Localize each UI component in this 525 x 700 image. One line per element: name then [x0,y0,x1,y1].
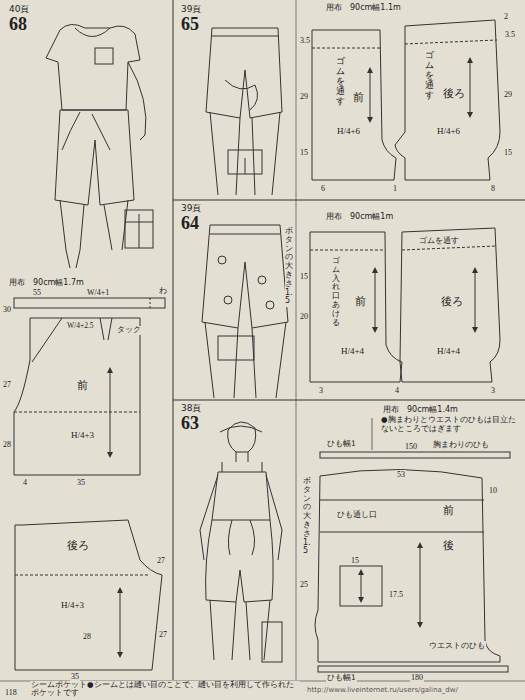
dimension: 17.5 [388,590,404,599]
dimension: 3.5 [504,30,516,39]
pattern-note: ●胸まわりとウエストのひもは目立たないところではぎます [380,416,522,433]
dimension: 3 [318,386,324,395]
pattern-note: 前 [442,505,455,518]
pattern-note: タック [116,326,142,335]
dimension: 15 [299,272,309,281]
pattern-note: ひも通し口 [336,510,378,519]
dimension: 3.5 [299,36,311,45]
pattern-note: 用布 90cm幅1.4m [382,405,459,414]
dimension: 35 [76,478,86,487]
dimension: 27 [2,380,12,389]
dimension: 27 [156,556,166,565]
pattern-note: 後ろ [440,296,464,309]
pattern-note: ウエストのひも [428,641,486,650]
pattern-note: 胸まわりのひも [432,440,490,449]
pattern-note: 前 [354,296,367,309]
figure-number: 63 [180,413,200,434]
dimension: 15 [503,148,513,157]
dimension: H/4+4 [340,346,365,356]
dimension: 29 [503,90,513,99]
dimension: W/4+1 [86,288,110,297]
figure-number: 64 [180,213,200,234]
dimension: 28 [82,632,92,641]
dimension: 4 [22,478,28,487]
figure-63 [200,422,282,662]
dimension: 53 [396,470,406,479]
dimension: W/4+2.5 [66,322,95,331]
pattern-note: シームポケット●シームとは縫い目のことで、縫い目を利用して作られたポケットです [30,681,300,698]
pattern-note: 39頁 [180,203,202,213]
pattern-note: ゴムを通す [425,50,434,101]
dimension: 1 [392,184,398,193]
dimension: 20 [299,312,309,321]
pattern-note: ゴムを通す [418,236,460,245]
divider [296,0,297,680]
figure-64 [202,225,288,398]
dimension: 28 [2,440,12,449]
pattern-note: http://www.liveinternet.ru/users/galina_… [306,686,459,694]
dimension: H/4+3 [70,430,95,440]
pattern-note: 用布 90cm幅1.7m [8,278,85,287]
pattern-64 [310,228,500,382]
pattern-note: ゴム入れ口あける [332,256,340,328]
divider [173,0,174,680]
pattern-note: ひも幅1 [326,674,357,683]
dimension: H/4+4 [436,346,461,356]
dimension: 118 [4,688,18,697]
dimension: 15 [299,148,309,157]
pattern-note: 40頁 [8,4,30,14]
pattern-note: 後ろ [442,88,466,101]
dimension: 8 [490,184,496,193]
pattern-note: 後 [442,540,455,553]
pattern-note: 38頁 [180,403,202,413]
figure-number: 68 [8,14,28,35]
dimension: H/4+6 [336,126,361,136]
dimension: 15 [350,556,360,565]
pattern-note: 用布 90cm幅1.1m [325,3,402,12]
pattern-63 [315,418,510,672]
pattern-note: 39頁 [180,4,202,14]
divider [173,400,525,401]
pattern-note: 前 [352,92,365,105]
pattern-note: 後ろ [66,540,90,553]
figure-65 [206,28,282,195]
pattern-65 [312,20,500,180]
dimension: 55 [32,288,42,297]
pattern-note: ボタンの大きさ1.5 [285,226,293,307]
dimension: 29 [299,92,309,101]
divider [173,200,525,201]
dimension: H/4+3 [60,600,85,610]
dimension: 25 [299,580,309,589]
pattern-68 [14,298,165,670]
pattern-note: ひも幅1 [326,440,357,449]
dimension: 150 [404,442,418,451]
dimension: 180 [410,673,424,682]
dimension: 3 [490,386,496,395]
dimension: 2 [503,12,509,21]
dimension: 30 [2,305,12,314]
figure-68 [46,24,153,268]
dimension: H/4+6 [436,126,461,136]
figure-number: 65 [180,14,200,35]
pattern-note: ゴムを通す [336,56,345,107]
pattern-note: 前 [76,380,89,393]
dimension: 6 [320,184,326,193]
dimension: 4 [394,386,400,395]
pattern-note: わ [158,286,168,295]
pattern-note: 用布 90cm幅1m [325,212,394,221]
dimension: 27 [158,630,168,639]
pattern-note: ボタンの大きさ1.5 [303,476,311,557]
dimension: 10 [488,486,498,495]
